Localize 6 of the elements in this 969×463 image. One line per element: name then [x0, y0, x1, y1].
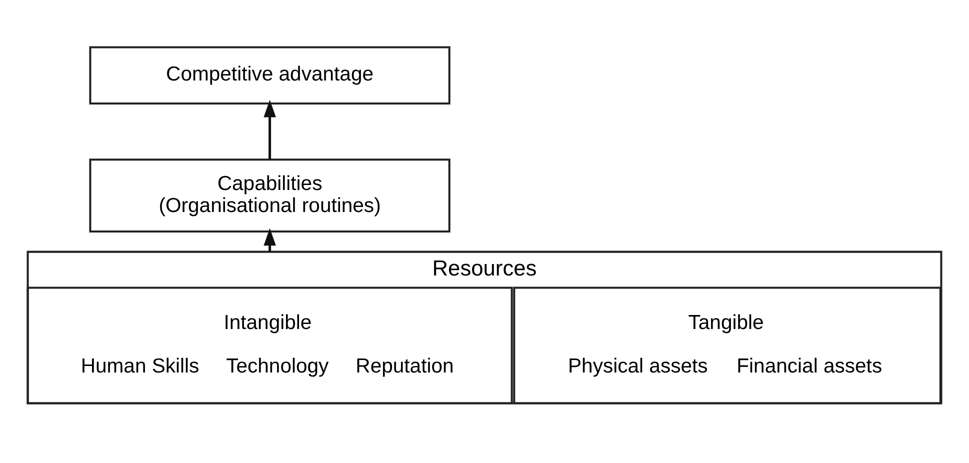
node-box: Intangible Human Skills Technology Reputation — [26, 286, 513, 404]
arrow — [264, 228, 276, 252]
arrow — [264, 100, 276, 160]
node-box: Competitive advantage — [89, 46, 450, 104]
node-box: Tangible Physical assets Financial assets — [513, 286, 942, 404]
node-box: Capabilities (Organisational routines) — [89, 158, 450, 233]
